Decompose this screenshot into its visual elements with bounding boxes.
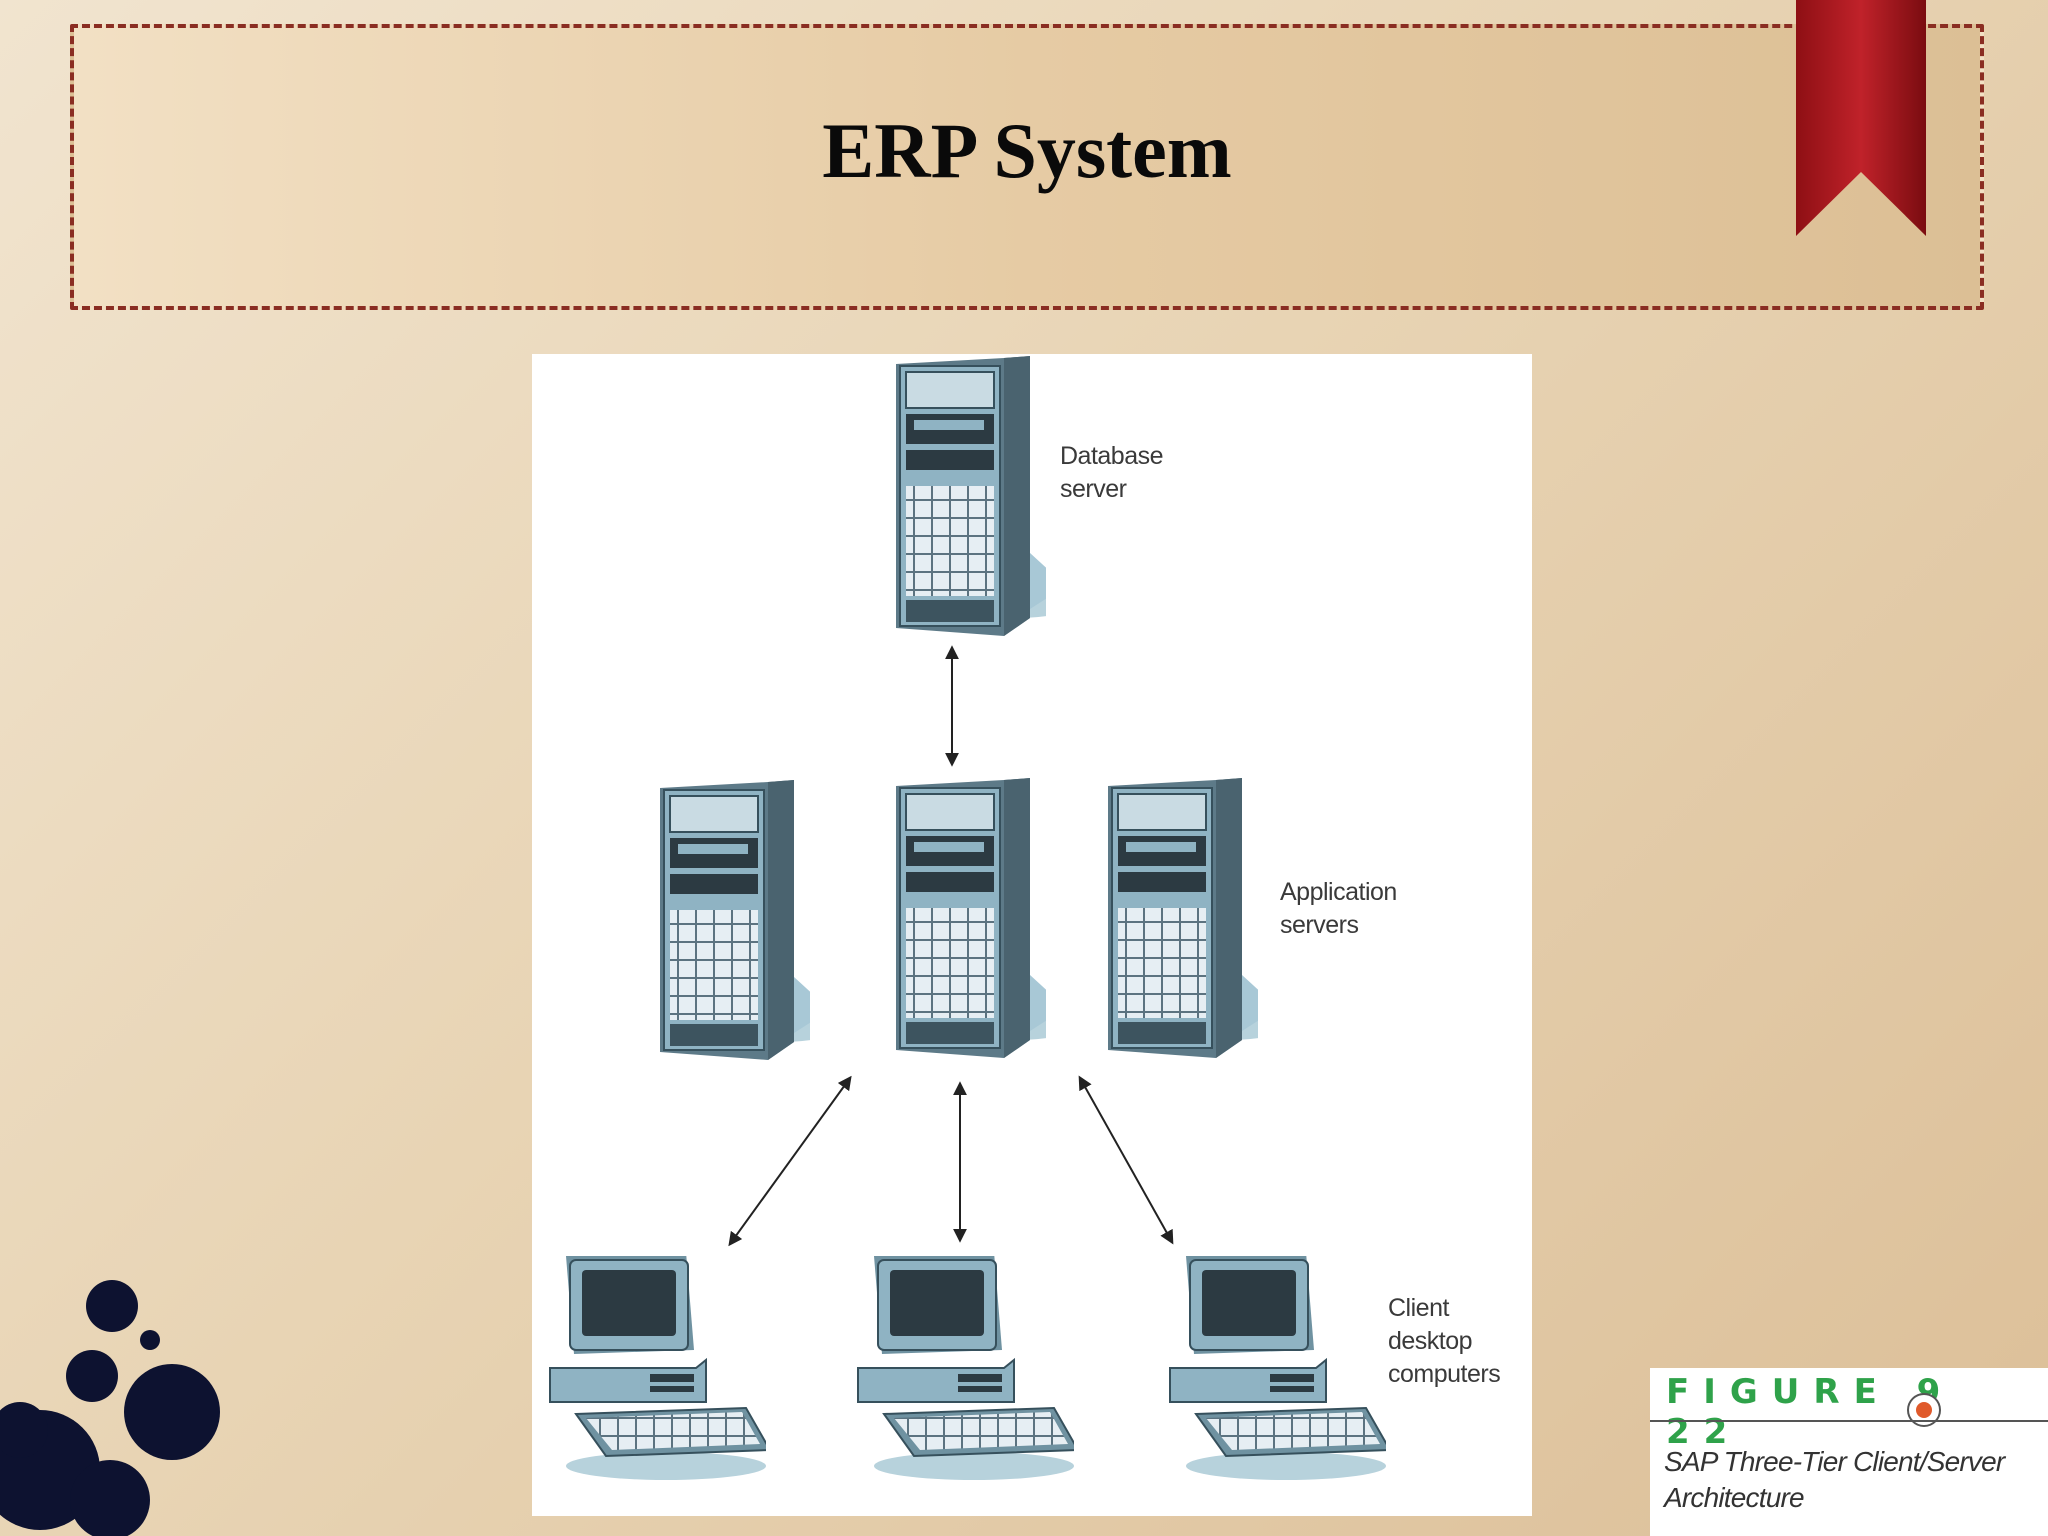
client-desktop-icon: [1169, 1256, 1386, 1481]
application-server-icon: [1108, 778, 1258, 1058]
figure-dot-icon: [1907, 1393, 1941, 1427]
application-server-icon: [660, 780, 810, 1060]
app-client-arrow-right: [1078, 1075, 1174, 1245]
client-computers-label: Client desktop computers: [1388, 1294, 1501, 1388]
three-tier-diagram: Database server Application servers Clie…: [532, 354, 1532, 1516]
bookmark-ribbon-icon: [1796, 0, 1926, 236]
figure-caption-box: FIGURE 9 22 SAP Three-Tier Client/Server…: [1650, 1368, 2048, 1536]
application-servers-label: Application servers: [1280, 878, 1397, 939]
database-server-icon: [896, 356, 1046, 636]
slide-title: ERP System: [822, 107, 1232, 194]
client-desktop-icon: [857, 1256, 1074, 1481]
figure-divider: [1650, 1420, 2048, 1422]
title-banner: ERP System: [70, 24, 1984, 310]
figure-label: FIGURE 9 22: [1666, 1372, 1955, 1452]
application-server-icon: [896, 778, 1046, 1058]
ink-splash-icon: [0, 1280, 220, 1536]
app-client-arrow-left: [728, 1075, 852, 1247]
figure-caption: SAP Three-Tier Client/Server Architectur…: [1664, 1446, 2005, 1513]
client-desktop-icon: [549, 1256, 766, 1481]
database-server-label: Database server: [1060, 442, 1164, 503]
diagram-graphics: [549, 356, 1386, 1481]
